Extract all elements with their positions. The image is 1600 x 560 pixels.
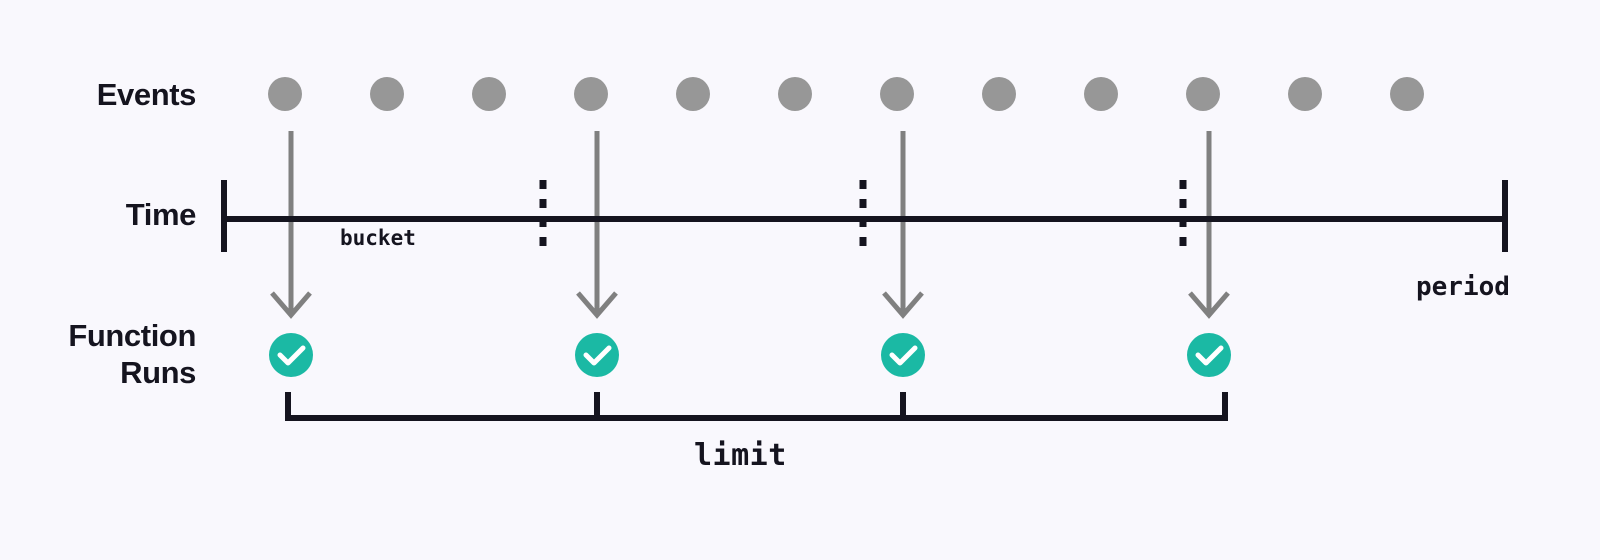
function-run-check-icon: [575, 333, 619, 377]
event-dot: [370, 77, 404, 111]
bucket-boundary-group: [539, 180, 1187, 250]
annotation-bucket: bucket: [340, 226, 416, 250]
event-dot: [880, 77, 914, 111]
function-run-check-icon: [269, 333, 313, 377]
row-label-time: Time: [125, 197, 197, 232]
annotation-period: period: [1416, 272, 1510, 302]
event-dot: [472, 77, 506, 111]
annotation-limit: limit: [694, 438, 787, 473]
event-dot: [1186, 77, 1220, 111]
trigger-arrows-group: [270, 131, 1230, 319]
event-dot: [676, 77, 710, 111]
event-dot: [1288, 77, 1322, 111]
limit-bracket-group: [285, 392, 1228, 421]
function-run-check-icon: [1187, 333, 1231, 377]
row-label-events: Events: [96, 77, 197, 112]
event-dot: [1390, 77, 1424, 111]
event-dots-group: [268, 77, 1424, 111]
event-dot: [778, 77, 812, 111]
event-dot: [574, 77, 608, 111]
trigger-arrow: [882, 131, 924, 319]
trigger-arrow: [270, 131, 312, 319]
function-run-group: [269, 333, 1231, 377]
trigger-arrow: [1188, 131, 1230, 319]
event-dot: [1084, 77, 1118, 111]
function-run-check-icon: [881, 333, 925, 377]
row-label-function-runs: Function Runs: [68, 318, 196, 390]
event-dot: [268, 77, 302, 111]
trigger-arrow: [576, 131, 618, 319]
event-dot: [982, 77, 1016, 111]
